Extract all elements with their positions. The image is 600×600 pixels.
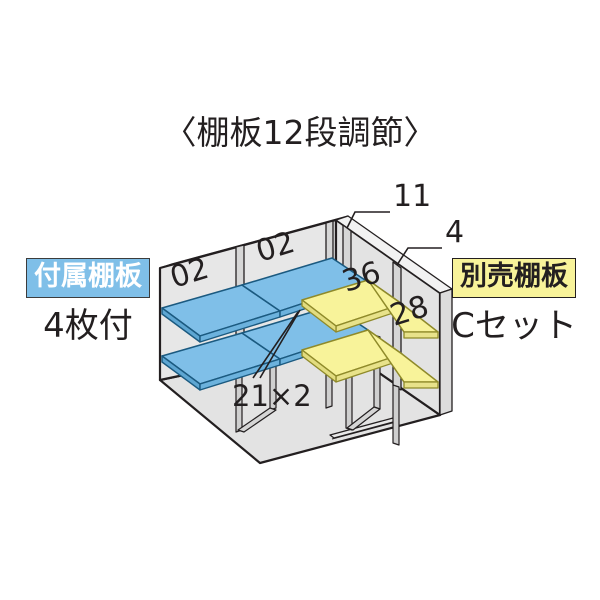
optional-shelf-badge: 別売棚板 <box>452 258 576 298</box>
included-shelf-count: 4枚付 <box>43 306 133 346</box>
callout-11: 11 <box>393 179 431 214</box>
shelf-cabinet-diagram: 02 02 11 4 36 28 21×2 <box>158 179 464 465</box>
leader-21a <box>252 311 299 379</box>
included-shelf-badge: 付属棚板 <box>26 258 150 298</box>
callout-21x2: 21×2 <box>232 379 312 413</box>
frame-left-bottom-rail <box>237 407 277 433</box>
leader-4 <box>396 247 442 266</box>
included-shelf-panel: 付属棚板 4枚付 <box>4 258 172 346</box>
optional-shelf-panel: 別売棚板 Cセット <box>430 258 598 346</box>
frame-right-a-bottom <box>346 406 381 431</box>
page-title: 〈棚板12段調節〉 <box>163 113 437 152</box>
yellow-shelf-lower-inner-edge <box>301 349 337 383</box>
leader-21b <box>259 309 301 379</box>
optional-shelves <box>301 279 439 389</box>
yellow-shelf-lower-outer <box>367 329 439 389</box>
frame-right-b-post <box>392 384 400 446</box>
yellow-shelf-upper-outer-side <box>403 331 439 339</box>
yellow-shelf-upper-outer <box>367 279 439 339</box>
yellow-shelf-lower-outer-side <box>403 381 439 389</box>
blue-shelf-lower-left <box>161 332 281 391</box>
callout-4: 4 <box>445 215 464 250</box>
leader-11 <box>346 211 390 229</box>
yellow-shelf-upper-inner-edge <box>301 299 337 333</box>
base-rail-line <box>331 421 397 440</box>
optional-shelf-set: Cセット <box>451 306 577 346</box>
callout-leader-lines <box>252 211 442 379</box>
cabinet-right-face <box>439 288 453 416</box>
